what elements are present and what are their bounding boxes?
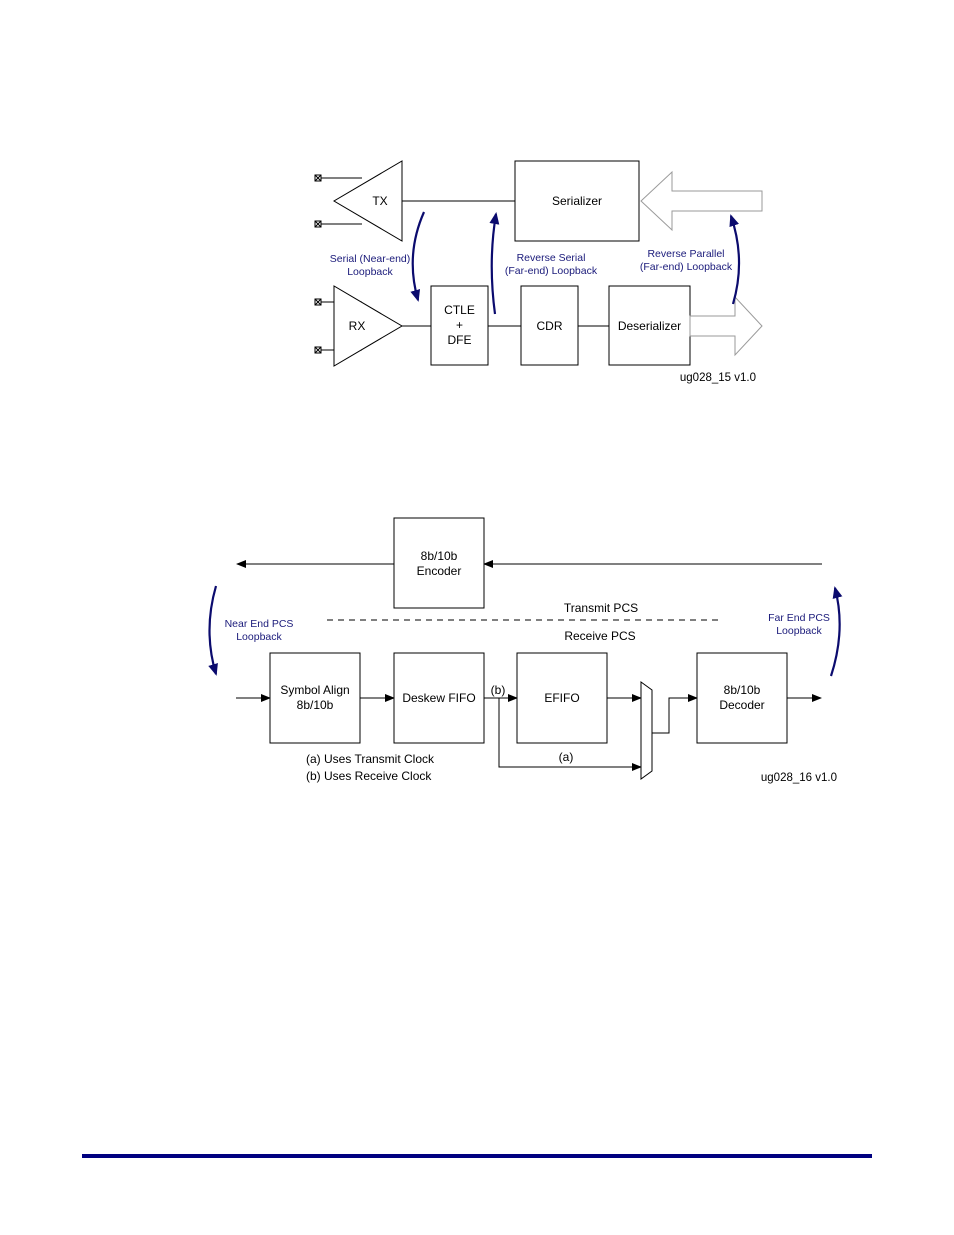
figure-serial-loopback: TX Serializer RX CTLE + DFE CDR Deserial… <box>314 160 763 384</box>
cdr-block <box>520 285 579 366</box>
decoder-label-line1: 8b/10b <box>724 683 761 697</box>
deserializer-block <box>608 285 691 366</box>
mux <box>640 681 653 780</box>
reverse-serial-label-line2: (Far-end) Loopback <box>505 265 598 277</box>
far-end-pcs-loopback-arrow <box>829 586 843 677</box>
deserializer-label: Deserializer <box>618 319 681 333</box>
serial-near-end-loopback-arrow <box>410 211 426 302</box>
reverse-parallel-label-line1: Reverse Parallel <box>647 248 724 260</box>
deskew-fifo-label: Deskew FIFO <box>402 691 475 705</box>
serializer-label: Serializer <box>552 194 602 208</box>
note-b: (b) Uses Receive Clock <box>306 769 432 783</box>
encoder-block <box>393 517 485 609</box>
figure2-id: ug028_16 v1.0 <box>761 772 837 784</box>
far-end-label-line1: Far End PCS <box>768 612 830 624</box>
dfe-label: DFE <box>448 333 472 347</box>
figure-pcs-loopback: 8b/10b Encoder Transmit PCS Receive PCS … <box>208 517 843 784</box>
parallel-input-arrow <box>640 170 763 232</box>
decoder-block <box>696 652 788 744</box>
footer-rule <box>82 1154 872 1158</box>
reverse-serial-label-line1: Reverse Serial <box>517 252 586 264</box>
ctle-plus-label: + <box>456 318 463 332</box>
symbol-align-block <box>269 652 361 744</box>
near-end-label-line1: Near End PCS <box>225 618 294 630</box>
efifo-block <box>516 652 608 744</box>
tx-pin-bottom <box>314 220 362 228</box>
decoder-label-line2: Decoder <box>719 698 764 712</box>
reverse-parallel-label-line2: (Far-end) Loopback <box>640 261 733 273</box>
tx-label: TX <box>372 194 387 208</box>
rx-label: RX <box>349 319 366 333</box>
tx-pin-top <box>314 174 362 182</box>
receive-pcs-label: Receive PCS <box>564 629 635 643</box>
cdr-label: CDR <box>537 319 563 333</box>
figure1-id: ug028_15 v1.0 <box>680 372 756 384</box>
far-end-label-line2: Loopback <box>776 625 822 637</box>
note-a: (a) Uses Transmit Clock <box>306 752 435 766</box>
serial-near-end-label-line2: Loopback <box>347 266 393 278</box>
parallel-output-arrow <box>689 295 763 357</box>
reverse-parallel-loopback-arrow <box>729 214 741 305</box>
tx-buffer <box>333 160 403 242</box>
mux-decoder-wire <box>652 694 698 734</box>
bypass-wire <box>498 698 642 771</box>
serializer-block <box>514 160 640 242</box>
reverse-serial-loopback-arrow <box>489 212 500 315</box>
path-a-label: (a) <box>559 750 574 764</box>
near-end-label-line2: Loopback <box>236 631 282 643</box>
encoder-label-line2: Encoder <box>417 564 462 578</box>
ctle-label: CTLE <box>444 303 475 317</box>
symbol-align-label-line1: Symbol Align <box>280 683 349 697</box>
near-end-pcs-loopback-arrow <box>208 585 218 676</box>
transmit-pcs-label: Transmit PCS <box>564 601 638 615</box>
deskew-fifo-block <box>393 652 485 744</box>
path-b-label: (b) <box>491 683 506 697</box>
serial-near-end-label-line1: Serial (Near-end) <box>330 253 411 265</box>
encoder-label-line1: 8b/10b <box>421 549 458 563</box>
efifo-label: EFIFO <box>544 691 579 705</box>
rx-buffer <box>333 285 403 367</box>
symbol-align-label-line2: 8b/10b <box>297 698 334 712</box>
